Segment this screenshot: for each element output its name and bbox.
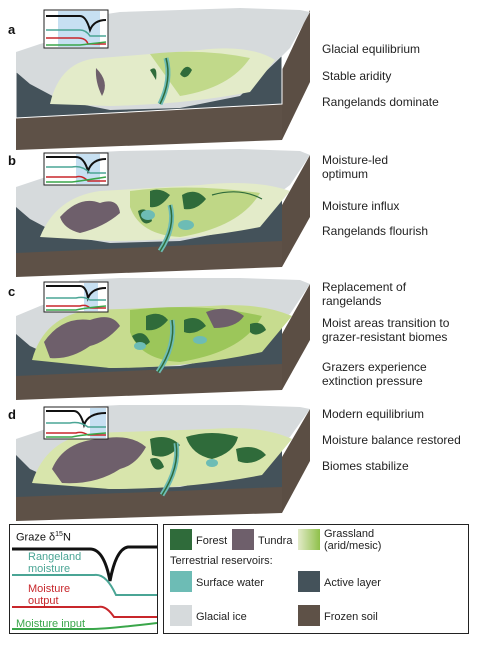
forest-label: Forest xyxy=(196,535,228,547)
glacial-ice-label: Glacial ice xyxy=(196,611,247,623)
panel-note: Rangelands dominate xyxy=(322,95,439,109)
panel-letter: a xyxy=(8,22,16,37)
reservoirs-title: Terrestrial reservoirs: xyxy=(170,555,273,567)
active-layer-swatch xyxy=(298,571,320,592)
panel-note: Moisture-led optimum xyxy=(322,153,389,181)
panel-note: Moist areas transition to grazer-resista… xyxy=(322,316,450,344)
biome-legend: Forest Tundra Grassland (arid/mesic) Ter… xyxy=(163,524,469,634)
tundra-swatch xyxy=(232,529,254,550)
curve-legend: Graze δ15N Rangeland moisture Moisture o… xyxy=(9,524,158,634)
panel-note: Moisture balance restored xyxy=(322,433,461,447)
panel-note: Glacial equilibrium xyxy=(322,42,421,56)
panel-note: Replacement of rangelands xyxy=(322,280,407,308)
active-layer-label: Active layer xyxy=(324,577,381,589)
glacial-ice-swatch xyxy=(170,605,192,626)
surface-water-label: Surface water xyxy=(196,577,264,589)
panel-c: c Replacement of rangelands Moist areas … xyxy=(0,276,482,402)
panel-note: Modern equilibrium xyxy=(322,407,425,421)
panel-b: b Moisture-led optimum Moisture influx R… xyxy=(0,147,482,277)
panel-d: d Modern equilibrium Moisture balance re… xyxy=(0,403,482,523)
rangeland-moisture-label: Rangeland moisture xyxy=(28,551,82,575)
moisture-input-label: Moisture input xyxy=(16,618,86,630)
frozen-soil-label: Frozen soil xyxy=(324,611,378,623)
moisture-output-label: Moisture output xyxy=(28,583,71,607)
panel-note: Rangelands flourish xyxy=(322,224,429,238)
panel-a: a Glacial equilibrium Stable aridity Ran… xyxy=(0,0,482,150)
curve-legend-plot xyxy=(12,545,157,630)
panel-note: Grazers experience extinction pressure xyxy=(322,360,427,388)
block-diagram-d xyxy=(16,405,310,521)
graze-label: Graze δ15N xyxy=(16,531,71,544)
grassland-label: Grassland (arid/mesic) xyxy=(324,528,382,552)
surface-water-swatch xyxy=(170,571,192,592)
grassland-swatch xyxy=(298,529,320,550)
tundra-label: Tundra xyxy=(258,535,293,547)
block-diagram-a xyxy=(15,8,310,150)
panel-note: Moisture influx xyxy=(322,199,400,213)
panel-note: Biomes stabilize xyxy=(322,459,409,473)
panel-note: Stable aridity xyxy=(322,69,392,83)
block-diagram-c xyxy=(16,278,310,400)
forest-swatch xyxy=(170,529,192,550)
panel-letter: d xyxy=(8,407,16,422)
panel-letter: b xyxy=(8,153,16,168)
panel-letter: c xyxy=(8,284,16,299)
frozen-soil-swatch xyxy=(298,605,320,626)
block-diagram-b xyxy=(16,149,310,277)
